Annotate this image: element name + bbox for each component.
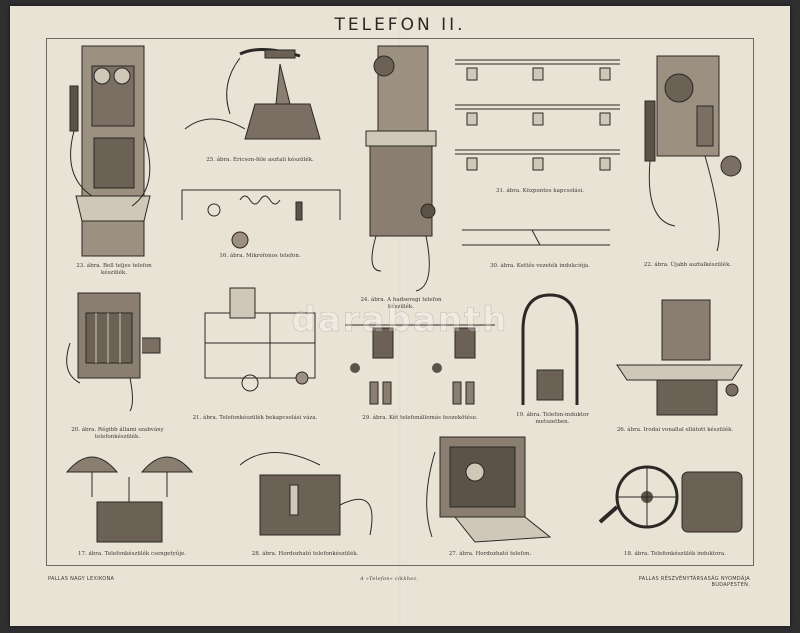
portable-set-figure [239,452,373,536]
caption: 27. ábra. Hordozható telefon. [448,551,532,557]
caption: 28. ábra. Hordozható telefonkészülék. [251,551,359,557]
central-switching-diagram [455,59,620,171]
double-wire-induction-diagram [462,229,610,246]
center-fold [399,6,401,626]
caption: 31. ábra. Központos kapcsolási. [495,188,585,194]
new-desk-set-figure [644,55,742,252]
watermark: darabanth [291,300,509,341]
state-telephone-figure [66,292,161,412]
caption: 29. ábra. Két telefonállomás összekötése… [362,415,478,421]
inductor-figure [598,465,743,533]
caption: 20. ábra. Régibb állami szabvány telefon… [71,427,164,440]
caption: 22. ábra. Újabb asztalkészülék. [643,262,732,268]
caption: 19. ábra. Telefon-induktor metszetben. [516,412,589,425]
caption: 18. ábra. Telefonkészülék induktora. [624,551,726,557]
plate-title: TELEFON II. [334,15,466,35]
wall-telephone-figure [69,45,151,257]
office-telephone-figure [616,299,743,416]
caption: 25. ábra. Ericson-féle asztali készülék. [206,157,314,163]
caption: 23. ábra. Bell teljes telefon készülék. [76,263,152,276]
switching-diagram [204,287,316,392]
plate-frame [46,38,754,566]
bell-figure [65,456,194,543]
caption: 17. ábra. Telefonkészülék csengetyűje. [77,551,187,557]
caption: 16. ábra. Mikrofonos telefon. [219,253,301,259]
caption: 21. ábra. Telefonkészülék bekapcsolási v… [192,415,318,421]
portable-telephone-figure [426,436,552,543]
desk-telephone-figure [184,48,321,140]
footer-printer: PALLAS RÉSZVÉNYTÁRSASÁG NYOMDÁJA BUDAPES… [638,576,750,588]
military-telephone-figure [365,45,437,292]
footer-publisher: PALLAS NAGY LEXIKONA [48,576,115,582]
footer-reference: A »Telefon« cikkhez. [360,576,419,582]
two-station-diagram [345,324,495,405]
caption: 24. ábra. A hadseregi telefon készülék. [360,297,442,310]
microphone-telephone-diagram [181,189,341,249]
inductor-section-figure [521,293,579,405]
caption: 26. ábra. Irodai vonallal ellátott készü… [616,427,734,433]
caption: 30. ábra. Kettős vezeték indukciója. [490,263,590,269]
